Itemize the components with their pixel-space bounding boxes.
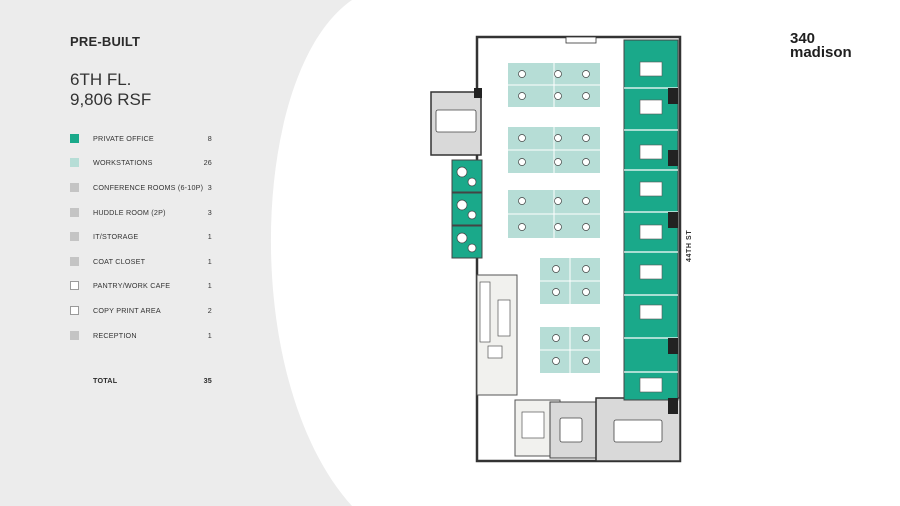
plan-rooms	[430, 35, 682, 463]
legend-total: TOTAL 35	[93, 376, 212, 385]
workstation-desk-grid	[508, 63, 600, 373]
legend-swatch	[70, 281, 79, 291]
workstation-chairs	[518, 70, 590, 365]
floor-number: 6TH FL.	[70, 70, 132, 89]
legend-swatch	[70, 232, 79, 242]
legend-item: PANTRY/WORK CAFE 1	[70, 274, 212, 299]
page-title: PRE-BUILT	[70, 34, 141, 49]
legend-swatch	[70, 207, 79, 217]
legend-swatch	[70, 305, 79, 315]
total-label: TOTAL	[93, 376, 118, 385]
total-count: 35	[203, 376, 212, 385]
logo-number: 340	[790, 30, 816, 47]
legend-label: COAT CLOSET	[93, 256, 146, 266]
legend-item: COPY PRINT AREA 2	[70, 298, 212, 323]
office-desks	[639, 61, 663, 393]
floor-area: 9,806 RSF	[70, 90, 152, 109]
legend-item: PRIVATE OFFICE 8	[70, 126, 212, 151]
legend-count: 2	[207, 305, 212, 315]
legend-swatch	[70, 158, 79, 168]
pantry-counters	[479, 281, 545, 439]
legend-swatch	[70, 133, 79, 143]
logo-name: madison	[790, 44, 852, 61]
legend-swatch	[70, 256, 79, 266]
legend-item: RECEPTION 1	[70, 323, 212, 348]
legend-count: 1	[207, 232, 212, 242]
private-office-west-3	[451, 225, 483, 259]
legend-swatch	[70, 182, 79, 192]
legend-count: 8	[207, 133, 212, 143]
west-office-chairs	[456, 166, 477, 253]
legend-label: IT/STORAGE	[93, 232, 139, 242]
legend-item: WORKSTATIONS 26	[70, 151, 212, 176]
legend-item: HUDDLE ROOM (2P) 3	[70, 200, 212, 225]
legend-label: PRIVATE OFFICE	[93, 133, 154, 143]
structural-columns	[474, 88, 678, 414]
legend-count: 1	[207, 256, 212, 266]
legend-count: 3	[207, 207, 212, 217]
legend-item: IT/STORAGE 1	[70, 224, 212, 249]
conference-tables	[435, 109, 663, 443]
legend-count: 3	[207, 182, 212, 192]
legend-swatch	[70, 330, 79, 340]
legend-count: 1	[207, 330, 212, 340]
top-window	[565, 36, 597, 44]
floor-info: 6TH FL. 9,806 RSF	[70, 70, 151, 110]
brand-logo: 340 madison	[790, 30, 852, 61]
legend-label: HUDDLE ROOM (2P)	[93, 207, 166, 217]
legend-count: 26	[203, 158, 212, 168]
private-office-west-1	[451, 159, 483, 193]
legend-label: COPY PRINT AREA	[93, 305, 161, 315]
legend-label: CONFERENCE ROOMS (6-10P)	[93, 182, 204, 192]
legend-label: PANTRY/WORK CAFE	[93, 281, 171, 291]
legend-count: 1	[207, 281, 212, 291]
legend-item: CONFERENCE ROOMS (6-10P)3	[70, 175, 212, 200]
legend-label: WORKSTATIONS	[93, 158, 153, 168]
private-office-west-2	[451, 192, 483, 226]
legend-item: COAT CLOSET 1	[70, 249, 212, 274]
legend-label: RECEPTION	[93, 330, 137, 340]
